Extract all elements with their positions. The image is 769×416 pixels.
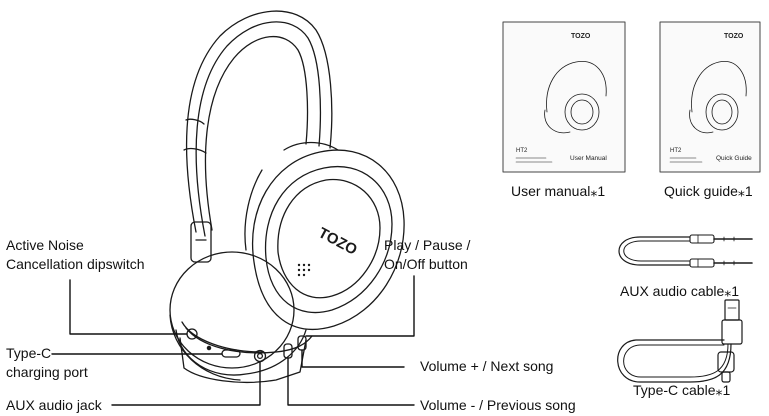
volplus-leader [301, 349, 405, 368]
typec-cable-caption: Type-C cable⁎1 [633, 382, 731, 398]
user-manual-model: HT2 [516, 148, 528, 154]
anc-label-line1: Active Noise [6, 237, 84, 253]
play-button-label: Play / Pause / On/Off button [384, 236, 470, 274]
quick-guide-booklet [659, 21, 761, 173]
volume-minus-label: Volume - / Previous song [420, 397, 576, 413]
leader-lines [51, 275, 415, 406]
volume-plus-label: Volume + / Next song [420, 358, 554, 374]
play-label-line2: On/Off button [384, 256, 468, 272]
left-ear-cup [169, 251, 295, 369]
type-c-cable-illustration [617, 299, 743, 383]
anc-leader [69, 279, 188, 335]
quick-guide-caption: Quick guide⁎1 [664, 183, 753, 199]
aux-cable-illustration [618, 234, 753, 268]
right-ear-cup [252, 149, 405, 330]
hinge-slider [190, 221, 212, 263]
user-manual-caption: User manual⁎1 [511, 183, 606, 199]
anc-label-line2: Cancellation dipswitch [6, 256, 145, 272]
microphone-dots [297, 263, 311, 277]
quick-guide-brand: TOZO [724, 33, 744, 40]
typec-label-line2: charging port [6, 364, 88, 380]
volminus-leader [287, 357, 415, 406]
typec-label-line1: Type-C [6, 345, 52, 361]
anc-label: Active Noise Cancellation dipswitch [6, 236, 145, 274]
headphone-illustration [169, 10, 405, 383]
aux-cable-caption: AUX audio cable⁎1 [620, 283, 740, 299]
play-label-line1: Play / Pause / [384, 237, 471, 253]
user-manual-title: User Manual [570, 155, 607, 162]
aux-leader [111, 361, 261, 406]
quick-guide-title: Quick Guide [716, 155, 752, 162]
typec-port-label: Type-C charging port [6, 344, 88, 382]
quick-guide-model: HT2 [670, 148, 682, 154]
user-manual-booklet [502, 21, 626, 173]
user-manual-brand: TOZO [571, 33, 591, 40]
headphone-brand-logo: TOZO [315, 224, 360, 259]
aux-jack-label: AUX audio jack [6, 397, 102, 413]
play-leader [305, 275, 415, 337]
